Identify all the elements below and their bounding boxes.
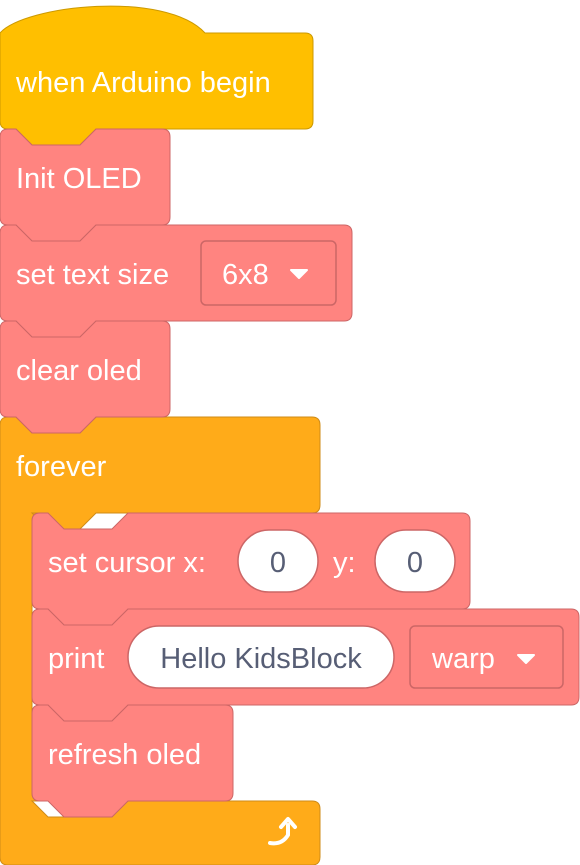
refresh-oled-block[interactable]: refresh oled [31, 704, 234, 818]
clear-oled-block[interactable]: clear oled [0, 320, 171, 434]
cursor-y-label: y: [333, 547, 356, 579]
init-oled-block[interactable]: Init OLED [0, 128, 171, 242]
cursor-x-input[interactable]: 0 [237, 529, 319, 593]
loop-arrow-icon [268, 817, 297, 846]
when-arduino-begin-label: when Arduino begin [15, 67, 271, 99]
set-cursor-label: set cursor x: [48, 547, 206, 579]
when-arduino-begin-block[interactable]: when Arduino begin [0, 5, 314, 146]
print-mode-dropdown-value: warp [431, 643, 495, 675]
cursor-x-value: 0 [270, 547, 286, 579]
text-size-dropdown[interactable]: 6x8 [200, 240, 337, 306]
clear-oled-label: clear oled [16, 355, 142, 387]
print-text-input[interactable]: Hello KidsBlock [127, 625, 395, 689]
print-text-value: Hello KidsBlock [160, 643, 362, 675]
set-cursor-block[interactable]: set cursor x: 0 y: 0 [31, 512, 471, 626]
print-block[interactable]: print Hello KidsBlock warp [31, 608, 580, 722]
text-size-dropdown-value: 6x8 [222, 259, 269, 291]
init-oled-label: Init OLED [16, 163, 142, 195]
dropdown-caret-icon [517, 654, 535, 664]
print-mode-dropdown[interactable]: warp [409, 625, 564, 689]
cursor-y-value: 0 [407, 547, 423, 579]
dropdown-caret-icon [290, 269, 308, 279]
refresh-oled-label: refresh oled [48, 739, 201, 771]
print-label: print [48, 643, 104, 675]
cursor-y-input[interactable]: 0 [374, 529, 456, 593]
forever-label: forever [16, 451, 107, 483]
set-text-size-label: set text size [16, 259, 169, 291]
set-text-size-block[interactable]: set text size 6x8 [0, 224, 353, 338]
